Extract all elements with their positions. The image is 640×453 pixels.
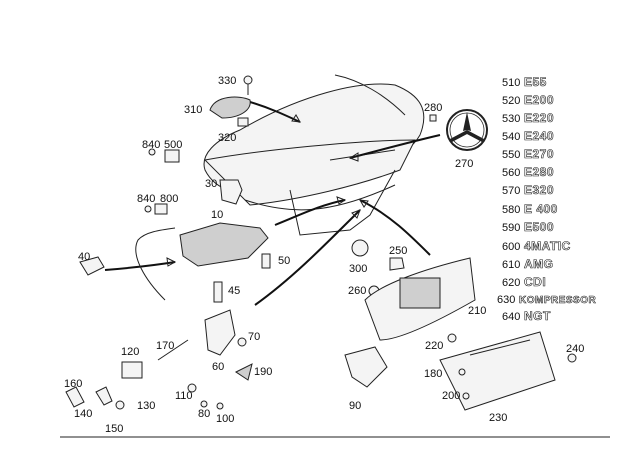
callout-130: 130 <box>137 400 155 412</box>
callout-60: 60 <box>212 361 224 373</box>
callout-90: 90 <box>349 400 361 412</box>
badge-model-name: E220 <box>524 111 554 125</box>
badge-model-name: E55 <box>524 75 547 89</box>
badge-model-name: E240 <box>524 129 554 143</box>
parts <box>65 75 577 411</box>
callout-260: 260 <box>348 285 366 297</box>
callout-310: 310 <box>184 104 202 116</box>
badge-number: 580 <box>502 204 520 216</box>
callout-210: 210 <box>468 305 486 317</box>
callout-120: 120 <box>121 346 139 358</box>
callout-840-mid: 840 <box>137 193 155 205</box>
callout-70: 70 <box>248 331 260 343</box>
callout-50: 50 <box>278 255 290 267</box>
badge-model-name: E270 <box>524 147 554 161</box>
callout-330: 330 <box>218 75 236 87</box>
mercedes-star-emblem <box>446 109 488 151</box>
badge-number: 640 <box>502 311 520 323</box>
callout-160: 160 <box>64 378 82 390</box>
callout-220: 220 <box>425 340 443 352</box>
callout-500: 500 <box>164 139 182 151</box>
callout-labels: 330 310 320 840 500 30 840 800 10 40 50 … <box>64 75 584 435</box>
callout-100: 100 <box>216 413 234 425</box>
badge-model-name: E200 <box>524 93 554 107</box>
badge-number: 610 <box>502 259 520 271</box>
badge-number: 620 <box>502 277 520 289</box>
badge-number: 510 <box>502 77 520 89</box>
callout-170: 170 <box>156 340 174 352</box>
trunk-lid <box>203 74 425 236</box>
badge-number: 520 <box>502 95 520 107</box>
badge-number: 560 <box>502 167 520 179</box>
badge-model-name: 4MATIC <box>524 239 571 253</box>
callout-280: 280 <box>424 102 442 114</box>
badge-number: 530 <box>502 113 520 125</box>
badge-number: 540 <box>502 131 520 143</box>
callout-80: 80 <box>198 408 210 420</box>
callout-110: 110 <box>175 390 193 402</box>
badge-model-name: E 400 <box>524 202 558 216</box>
callout-150: 150 <box>105 423 123 435</box>
callout-300: 300 <box>349 263 367 275</box>
badge-model-name: NGT <box>524 309 551 323</box>
badge-number: 570 <box>502 185 520 197</box>
callout-240: 240 <box>566 343 584 355</box>
badge-model-name: E500 <box>524 220 554 234</box>
badge-number: 600 <box>502 241 520 253</box>
callout-270: 270 <box>455 158 473 170</box>
badge-number: 590 <box>502 222 520 234</box>
assembly-arrows <box>104 101 441 306</box>
callout-10: 10 <box>211 209 223 221</box>
callout-40: 40 <box>78 251 90 263</box>
badge-number: 550 <box>502 149 520 161</box>
badge-model-name: CDI <box>524 275 546 289</box>
callout-800: 800 <box>160 193 178 205</box>
badge-number: 630 <box>497 294 515 306</box>
callout-45: 45 <box>228 285 240 297</box>
badge-model-name: E320 <box>524 183 554 197</box>
callout-840-top: 840 <box>142 139 160 151</box>
callout-320: 320 <box>218 132 236 144</box>
callout-200: 200 <box>442 390 460 402</box>
callout-250: 250 <box>389 245 407 257</box>
callout-180: 180 <box>424 368 442 380</box>
callout-30: 30 <box>205 178 217 190</box>
badge-model-name: KOMPRESSOR <box>519 295 597 306</box>
callout-190: 190 <box>254 366 272 378</box>
badge-model-name: AMG <box>524 257 554 271</box>
model-badge-legend: 510 E55 520 E200 530 E220 540 E240 550 E… <box>497 75 597 324</box>
callout-230: 230 <box>489 412 507 424</box>
callout-140: 140 <box>74 408 92 420</box>
badge-model-name: E280 <box>524 165 554 179</box>
